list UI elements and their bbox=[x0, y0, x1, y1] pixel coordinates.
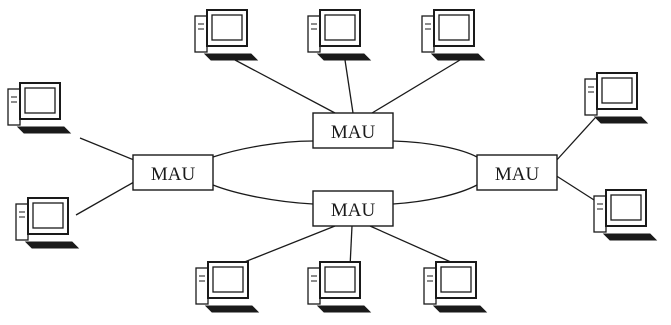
mau-bottom-label: MAU bbox=[331, 200, 376, 221]
computer-icon bbox=[194, 9, 258, 61]
computer-icon bbox=[421, 9, 485, 61]
mau-top-label: MAU bbox=[331, 122, 376, 143]
mau-left: MAU bbox=[132, 154, 214, 191]
link-pc-bottom-3 bbox=[369, 225, 463, 268]
link-pc-right-1 bbox=[554, 117, 596, 163]
link-pc-bottom-1 bbox=[231, 225, 336, 268]
ring-link-top-right bbox=[392, 140, 478, 158]
computer-icon bbox=[584, 72, 648, 124]
link-pc-top-3 bbox=[371, 59, 461, 114]
computer-icon bbox=[307, 261, 371, 313]
mau-right-label: MAU bbox=[495, 164, 540, 185]
computer-icon bbox=[423, 261, 487, 313]
computer-icon bbox=[593, 189, 657, 241]
mau-bottom: MAU bbox=[312, 190, 394, 227]
ring-link-left-top bbox=[212, 140, 314, 158]
link-pc-top-2 bbox=[344, 59, 354, 114]
link-pc-bottom-2 bbox=[349, 225, 353, 268]
link-pc-top-1 bbox=[234, 59, 336, 114]
link-pc-left-2 bbox=[75, 181, 135, 216]
computer-icon bbox=[195, 261, 259, 313]
mau-right: MAU bbox=[476, 154, 558, 191]
link-pc-left-1 bbox=[79, 137, 135, 161]
computers bbox=[7, 9, 657, 313]
mau-top: MAU bbox=[312, 112, 394, 149]
computer-icon bbox=[307, 9, 371, 61]
computer-icon bbox=[7, 82, 71, 134]
ring-link-right-bottom bbox=[392, 184, 478, 205]
ring-links bbox=[212, 140, 478, 205]
ring-link-bottom-left bbox=[212, 184, 314, 205]
mau-left-label: MAU bbox=[151, 164, 196, 185]
computer-icon bbox=[15, 197, 79, 249]
